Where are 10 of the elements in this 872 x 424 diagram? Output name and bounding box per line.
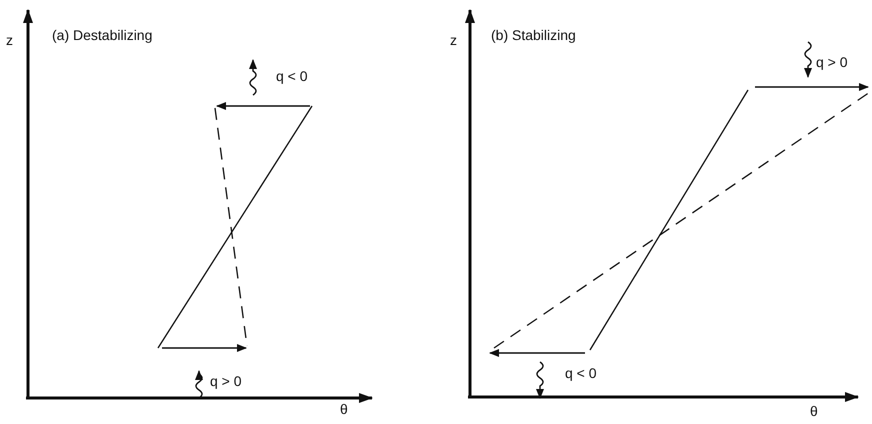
flux-label: q > 0 bbox=[210, 374, 242, 388]
panel-title: (a) Destabilizing bbox=[52, 28, 152, 42]
axis-label: z bbox=[450, 33, 457, 47]
flux-label: q < 0 bbox=[276, 69, 308, 83]
axis-label: θ bbox=[340, 402, 348, 416]
flux-label: q > 0 bbox=[816, 55, 848, 69]
flux-label: q < 0 bbox=[565, 366, 597, 380]
axis-label: θ bbox=[810, 404, 818, 418]
panel-title: (b) Stabilizing bbox=[491, 28, 576, 42]
axis-label: z bbox=[6, 33, 13, 47]
